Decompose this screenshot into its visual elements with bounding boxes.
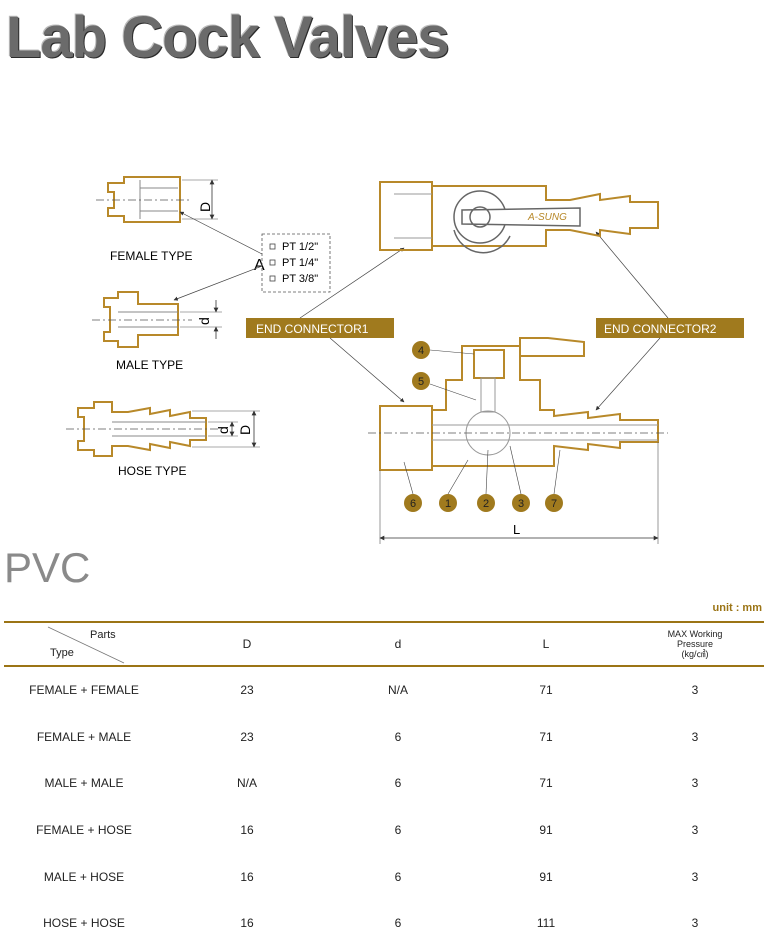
cell-D: 16 [240, 823, 254, 838]
thread-option: PT 3/8" [282, 273, 318, 285]
cell-pressure: 3 [691, 729, 699, 744]
cell-L: 71 [539, 776, 553, 791]
part-badge-1: 1 [439, 459, 469, 512]
end-connector-2-badge [596, 318, 744, 338]
part-badge-3: 3 [509, 445, 530, 512]
cell-pressure: 3 [691, 776, 699, 791]
table-header-row: Parts Type D d L MAX Working Pressure (k… [4, 621, 764, 667]
end-connector-1-badge [246, 318, 394, 338]
svg-text:4: 4 [418, 345, 424, 357]
header-L: L [466, 621, 626, 667]
header-parts: Parts [90, 629, 116, 641]
spec-table: Parts Type D d L MAX Working Pressure (k… [4, 621, 764, 947]
valve-top-view [379, 181, 659, 251]
cell-type: MALE + HOSE [43, 869, 125, 884]
cell-type: FEMALE + MALE [36, 729, 132, 744]
end-connector-1-label: END CONNECTOR1 [256, 322, 369, 336]
cell-pressure: 3 [691, 823, 699, 838]
part-badge-6: 6 [403, 461, 422, 512]
table-row: HOSE + HOSE 16 6 111 3 [4, 900, 764, 947]
cell-type: FEMALE + HOSE [36, 823, 132, 838]
svg-text:7: 7 [551, 498, 557, 510]
svg-text:5: 5 [418, 376, 424, 388]
cell-pressure: 3 [691, 683, 699, 698]
cell-type: FEMALE + FEMALE [29, 683, 139, 698]
cell-d: 6 [394, 916, 402, 931]
cell-L: 91 [539, 823, 553, 838]
cell-pressure: 3 [691, 916, 699, 931]
brand-label: A-SUNG [527, 212, 567, 223]
table-row: FEMALE + HOSE 16 6 91 3 [4, 807, 764, 854]
svg-text:1: 1 [445, 498, 451, 510]
material-heading: PVC [4, 544, 91, 591]
table-row: FEMALE + MALE 23 6 71 3 [4, 714, 764, 761]
female-type-label: FEMALE TYPE [110, 249, 192, 263]
cell-L: 91 [539, 869, 553, 884]
valve-diagram: D FEMALE TYPE d MALE TYPE d D HOSE TYPE … [66, 176, 744, 544]
header-d: d [330, 621, 466, 667]
unit-label: unit : mm [712, 602, 763, 614]
cell-L: 71 [539, 729, 553, 744]
male-type-label: MALE TYPE [116, 358, 183, 372]
valve-internals [432, 377, 658, 456]
svg-text:2: 2 [483, 498, 489, 510]
cell-L: 111 [536, 916, 556, 931]
table-row: FEMALE + FEMALE 23 N/A 71 3 [4, 666, 764, 714]
dim-D-hose: D [237, 425, 253, 435]
cell-D: 23 [240, 683, 254, 698]
dim-D-female: D [197, 202, 213, 212]
cell-d: 6 [394, 869, 402, 884]
cell-d: 6 [394, 823, 402, 838]
header-max-pressure: MAX Working Pressure (kg/㎠) [626, 621, 764, 667]
header-type: Type [50, 647, 74, 659]
svg-text:6: 6 [410, 498, 416, 510]
page-title: Lab Cock Valves [6, 5, 450, 70]
table-row: MALE + HOSE 16 6 91 3 [4, 853, 764, 900]
cell-d: N/A [387, 683, 408, 698]
thread-option: PT 1/2" [282, 241, 318, 253]
cell-d: 6 [394, 776, 402, 791]
cell-D: 16 [240, 916, 254, 931]
cell-d: 6 [394, 729, 402, 744]
valve-handle-top [453, 190, 581, 254]
part-badge-5: 5 [412, 372, 477, 401]
female-type-fitting [107, 176, 181, 223]
cell-pressure: 3 [691, 869, 699, 884]
svg-text:3: 3 [518, 498, 524, 510]
cell-L: 71 [539, 683, 553, 698]
thread-option: PT 1/4" [282, 257, 318, 269]
hose-type-fitting [77, 401, 207, 457]
end-connector-2-label: END CONNECTOR2 [604, 322, 717, 336]
part-badge-2: 2 [477, 449, 495, 512]
cell-type: MALE + MALE [44, 776, 124, 791]
table-row: MALE + MALE N/A 6 71 3 [4, 760, 764, 807]
dim-d-male: d [196, 317, 212, 325]
part-badge-4: 4 [412, 341, 475, 359]
dim-L: L [513, 522, 520, 537]
cell-D: N/A [236, 776, 257, 791]
cell-D: 16 [240, 869, 254, 884]
cell-D: 23 [240, 729, 254, 744]
hose-type-label: HOSE TYPE [118, 464, 186, 478]
male-type-fitting [103, 291, 179, 348]
header-D: D [164, 621, 330, 667]
cell-type: HOSE + HOSE [43, 916, 125, 931]
header-parts-type: Parts Type [4, 621, 164, 667]
dim-d-hose: d [215, 426, 231, 434]
part-badge-7: 7 [545, 449, 563, 512]
a-label: A [254, 257, 265, 274]
